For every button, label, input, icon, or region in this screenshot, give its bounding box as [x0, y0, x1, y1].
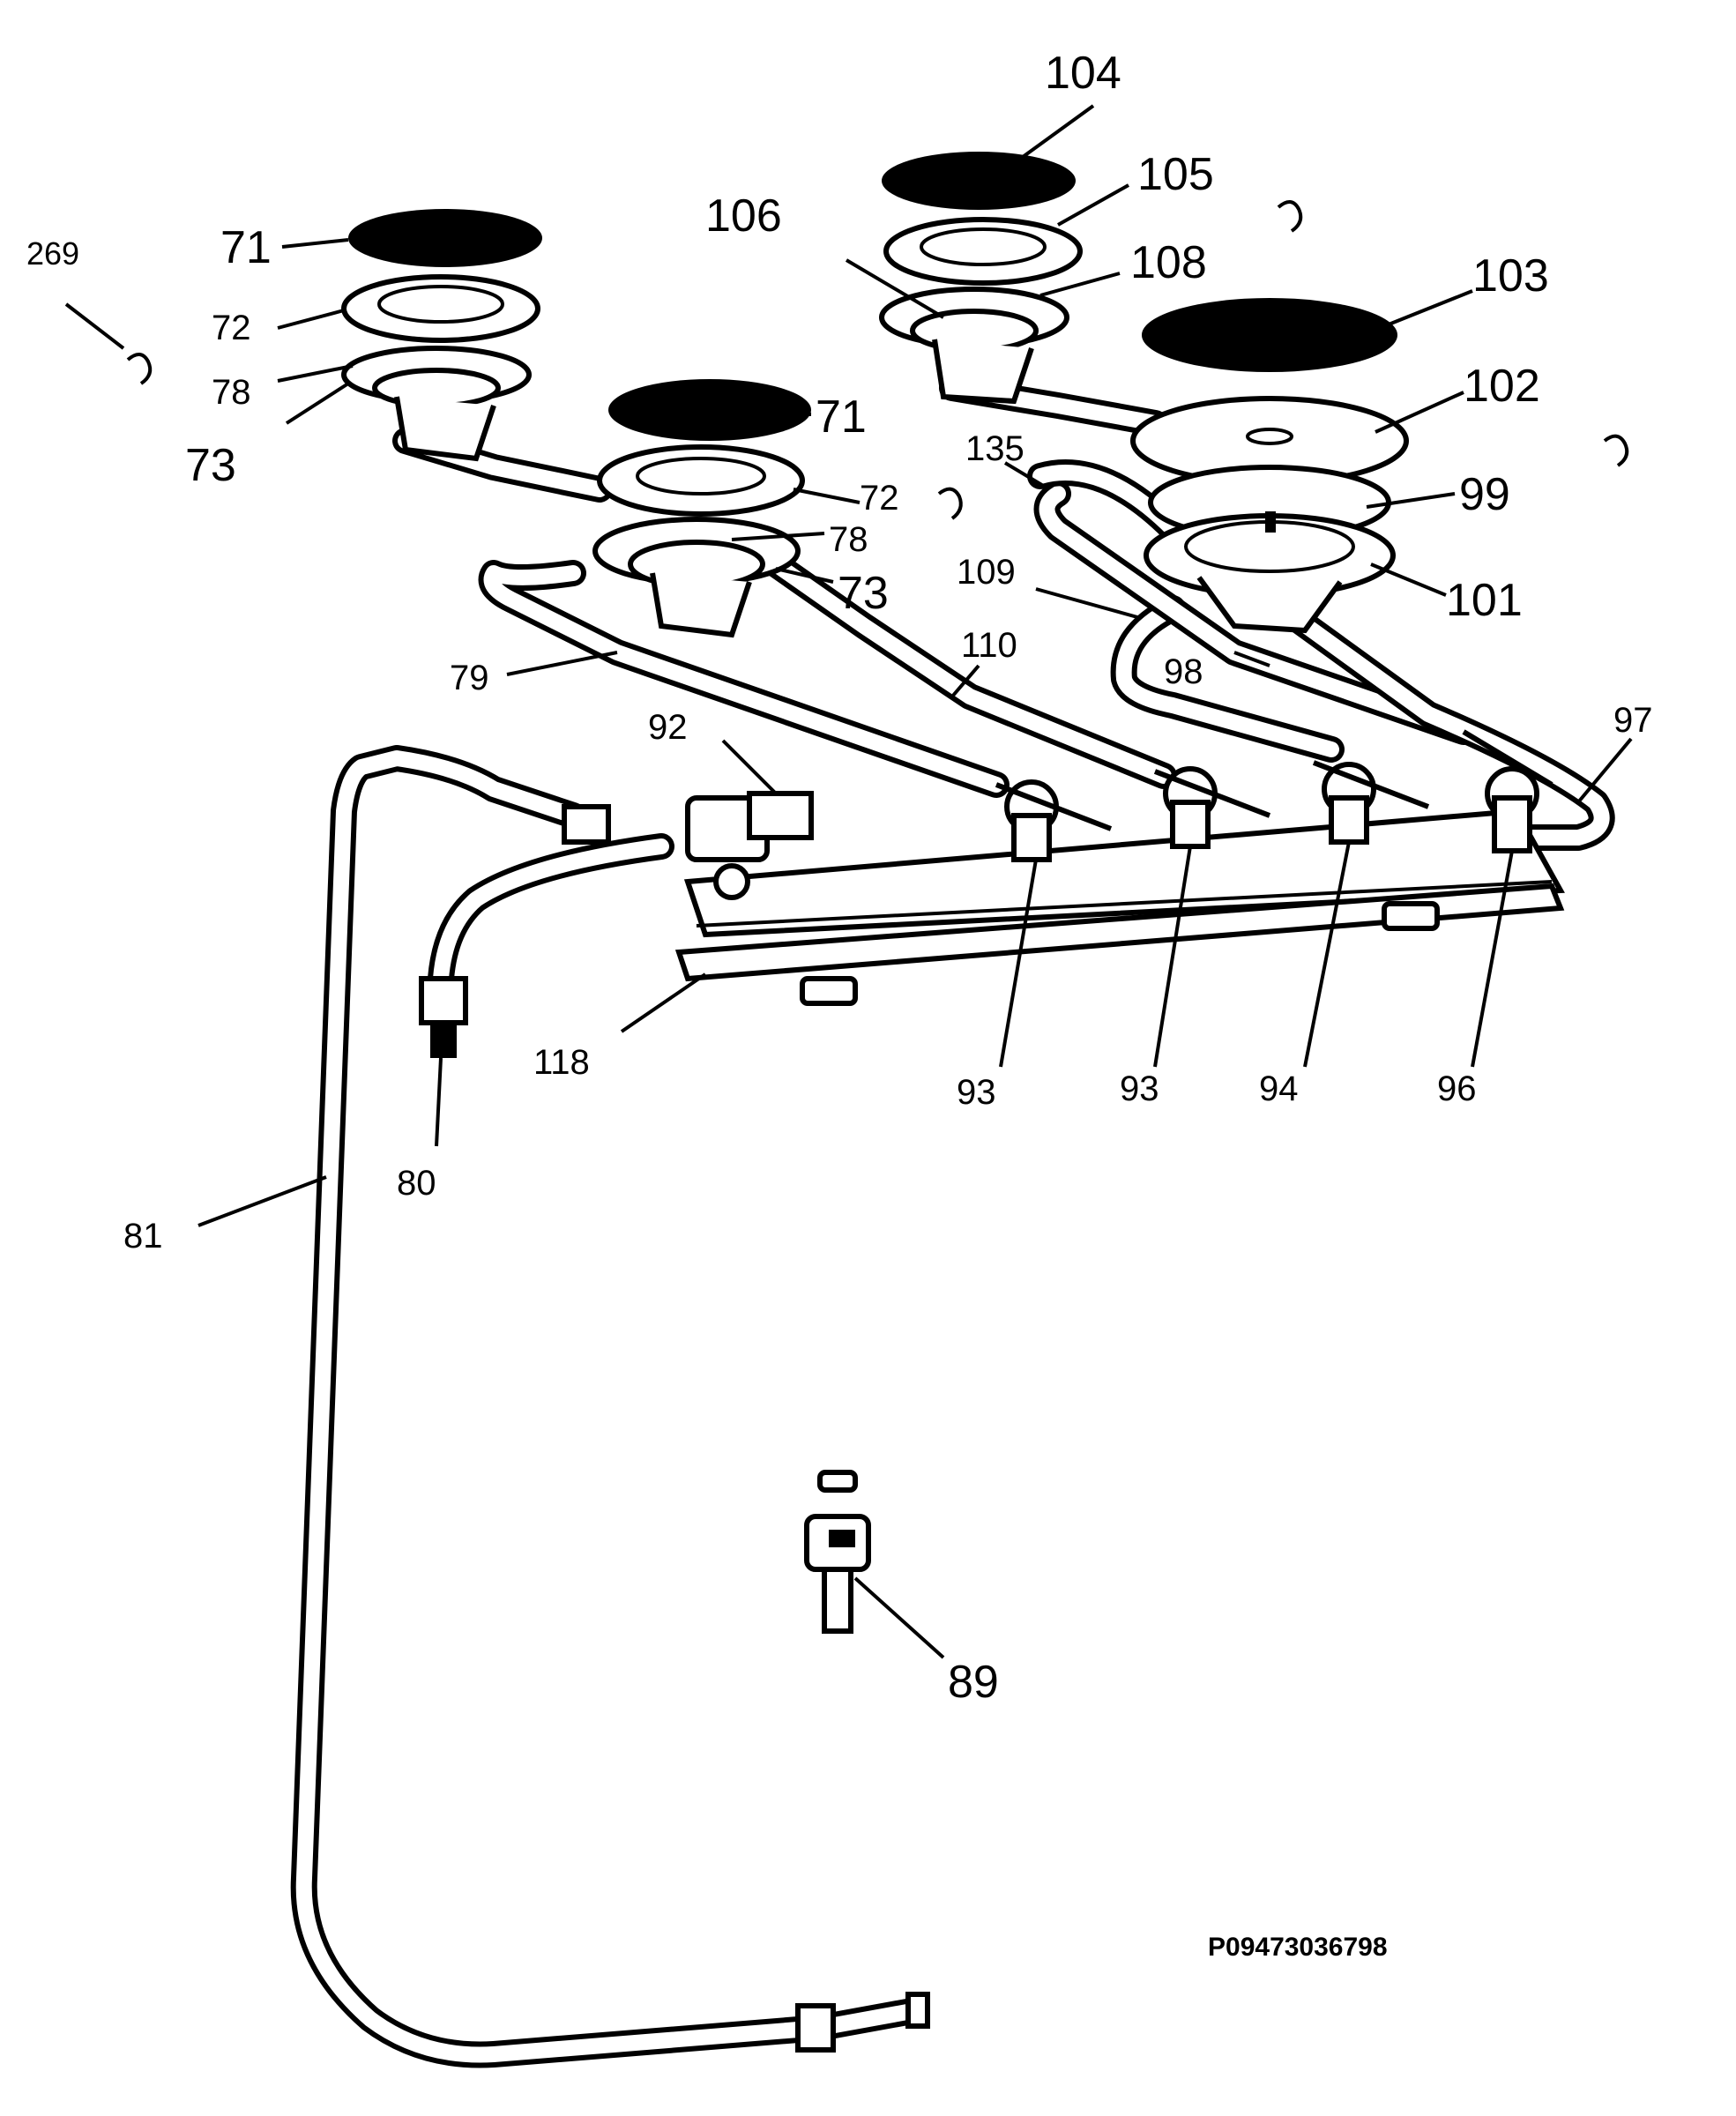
label-73-middle: 73 — [838, 568, 889, 619]
label-135: 135 — [965, 429, 1024, 468]
label-105: 105 — [1137, 149, 1214, 200]
label-99: 99 — [1459, 469, 1510, 520]
label-94: 94 — [1259, 1069, 1299, 1108]
label-102: 102 — [1464, 361, 1540, 412]
label-93-left: 93 — [957, 1073, 996, 1112]
screw-269-icon — [126, 353, 153, 385]
label-92: 92 — [648, 708, 688, 747]
valve-92 — [562, 791, 814, 900]
gas-valves — [562, 729, 1553, 900]
valve-96 — [1462, 729, 1553, 853]
label-109: 109 — [957, 553, 1016, 592]
burner-cap-103 — [1142, 298, 1397, 372]
screws — [126, 200, 1629, 520]
burner-middle — [592, 379, 811, 638]
gas-manifold — [674, 808, 1565, 1006]
gas-pipes — [290, 375, 1615, 2068]
label-79: 79 — [450, 659, 489, 697]
burner-left — [341, 209, 542, 462]
burner-cap-71 — [608, 379, 811, 441]
burner-base-106 — [932, 339, 1034, 405]
burner-cap-104 — [882, 152, 1076, 210]
label-104: 104 — [1045, 48, 1121, 99]
screw-icon — [1603, 434, 1629, 467]
burner-cap-71 — [348, 209, 542, 267]
label-93-right: 93 — [1120, 1069, 1159, 1108]
pipe-connector-80 — [419, 976, 468, 1058]
label-103: 103 — [1472, 250, 1549, 302]
label-106: 106 — [705, 190, 782, 242]
label-78-middle: 78 — [829, 520, 868, 559]
screw-icon — [1277, 200, 1303, 233]
screw-icon — [937, 487, 963, 520]
burner-large-right — [1130, 298, 1409, 634]
label-89: 89 — [948, 1657, 999, 1708]
burner-base-73 — [394, 396, 496, 462]
document-reference: P09473036798 — [1208, 1933, 1388, 1962]
label-72-left: 72 — [212, 309, 251, 347]
label-269: 269 — [26, 235, 79, 272]
label-73-left: 73 — [185, 440, 236, 491]
label-78-left: 78 — [212, 373, 251, 412]
leader-lines — [64, 104, 1633, 1659]
label-71-left: 71 — [220, 222, 272, 273]
label-71-middle: 71 — [816, 391, 867, 443]
label-98: 98 — [1164, 652, 1203, 691]
label-80: 80 — [397, 1164, 436, 1203]
label-108: 108 — [1130, 237, 1207, 288]
pipe-end-fitting — [795, 1992, 930, 2053]
valve-94 — [1312, 760, 1430, 845]
label-72-middle: 72 — [860, 479, 899, 518]
valve-93-left — [995, 779, 1113, 862]
manifold-bracket — [674, 883, 1565, 982]
label-97: 97 — [1613, 701, 1653, 740]
label-81: 81 — [123, 1217, 163, 1255]
valve-93-right — [1153, 766, 1271, 849]
label-96: 96 — [1437, 1069, 1477, 1108]
callout-labels: 269 71 72 78 73 71 72 78 73 104 105 106 … — [26, 48, 1653, 1962]
burner-base-73 — [650, 572, 752, 638]
part-89-nozzle — [804, 1470, 871, 1634]
label-101: 101 — [1446, 575, 1523, 626]
burner-top — [879, 152, 1083, 405]
label-110: 110 — [961, 626, 1017, 665]
label-118: 118 — [533, 1043, 590, 1082]
